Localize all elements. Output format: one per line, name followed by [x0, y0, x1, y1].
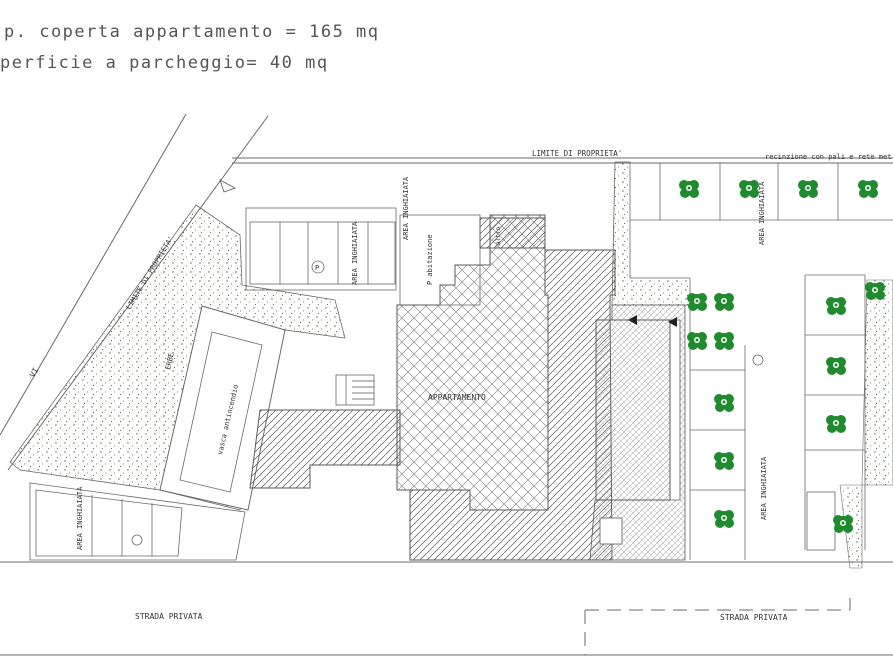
green-strip-right	[861, 279, 893, 486]
tree-icon	[714, 332, 734, 350]
tree-icon	[679, 180, 699, 198]
tree-icon	[826, 415, 846, 433]
north-arrow-icon	[219, 179, 236, 193]
trees	[679, 180, 885, 533]
header-line-1: p. coperta appartamento = 165 mq	[4, 22, 380, 42]
marker-triangle-left	[628, 315, 637, 325]
tree-icon	[826, 357, 846, 375]
header-line-2: perficie a parcheggio= 40 mq	[0, 53, 329, 73]
tree-icon	[739, 180, 759, 198]
tree-icon	[687, 293, 707, 311]
label-area-ingh-2: AREA INGHIAIATA	[402, 176, 410, 240]
label-via: VI	[28, 366, 41, 379]
marker-triangle-right	[668, 317, 677, 327]
tree-icon	[858, 180, 878, 198]
label-limite-top: LIMITE DI PROPRIETA'	[532, 149, 622, 158]
label-strada-1: STRADA PRIVATA	[135, 612, 203, 621]
tree-icon	[687, 332, 707, 350]
label-recinzione: recinzione con pali e rete met	[765, 153, 891, 161]
tree-icon	[714, 452, 734, 470]
label-p-abitazione: P abitazione	[426, 234, 434, 285]
tree-icon	[714, 510, 734, 528]
label-erbe: ERBE	[164, 352, 176, 370]
label-strada-2: STRADA PRIVATA	[720, 613, 788, 622]
label-appartamento: APPARTAMENTO	[428, 393, 486, 402]
tree-icon	[798, 180, 818, 198]
parking-symbol-icon: P	[315, 264, 319, 272]
apartment-building	[396, 214, 549, 511]
label-area-ingh-5: AREA INGHIAIATA	[76, 486, 84, 550]
label-area-ingh-4: AREA INGHIAIATA	[760, 456, 768, 520]
tree-icon	[714, 293, 734, 311]
tree-icon	[833, 515, 853, 533]
label-area-ingh-3: AREA INGHIAIATA	[758, 181, 766, 245]
tree-icon	[826, 297, 846, 315]
tree-icon	[865, 282, 885, 300]
label-area-ingh-1: AREA INGHIAIATA	[351, 221, 359, 285]
green-strip-center	[611, 161, 691, 306]
tree-icon	[714, 394, 734, 412]
